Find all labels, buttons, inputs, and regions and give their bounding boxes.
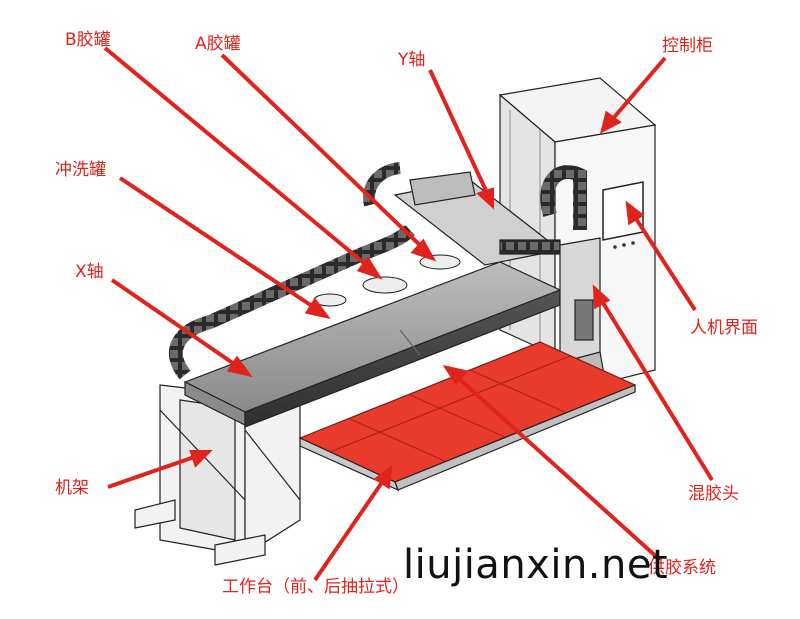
label-flush-tank: 冲洗罐 xyxy=(55,160,106,180)
label-glue-supply: 供胶系统 xyxy=(648,558,716,578)
x-axis-gantry xyxy=(183,261,562,428)
label-worktable: 工作台（前、后抽拉式） xyxy=(222,577,409,597)
label-y-axis: Y轴 xyxy=(398,50,426,70)
y-axis-beam xyxy=(393,171,562,266)
label-b-tank: B胶罐 xyxy=(65,30,111,50)
drag-chain xyxy=(168,162,587,380)
label-hmi: 人机界面 xyxy=(690,318,758,338)
label-frame: 机架 xyxy=(55,478,89,498)
callout-arrows xyxy=(103,46,714,582)
label-mixing-head: 混胶头 xyxy=(688,484,739,504)
label-control-cabinet: 控制柜 xyxy=(662,36,713,56)
worktable xyxy=(298,341,637,492)
watermark: liujianxin.net xyxy=(403,542,669,588)
label-x-axis: X轴 xyxy=(75,262,104,282)
label-a-tank: A胶罐 xyxy=(195,34,241,54)
